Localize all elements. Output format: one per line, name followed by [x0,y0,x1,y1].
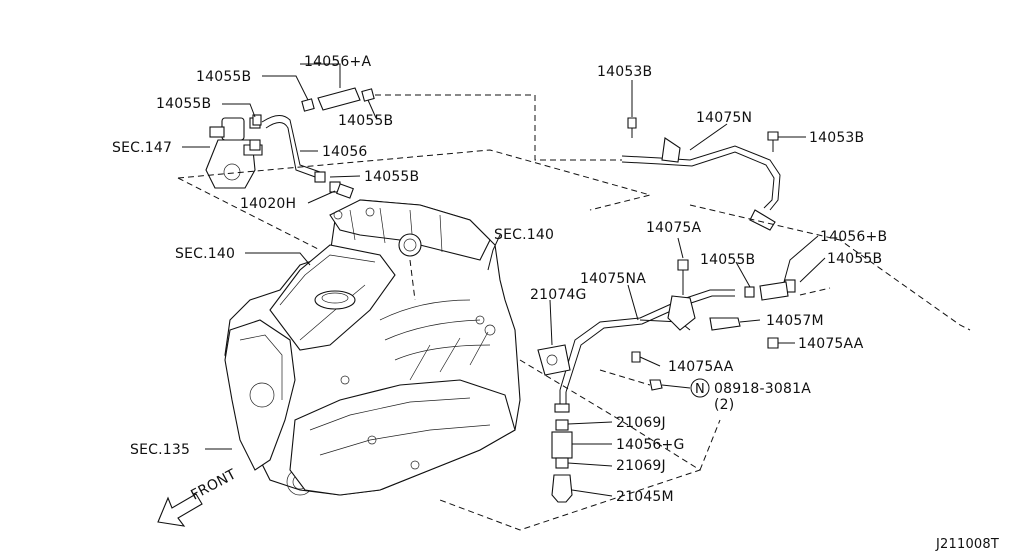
label-21069j-2: 21069J [616,458,666,474]
n-symbol-icon [690,378,710,398]
label-14057m: 14057M [766,313,824,329]
part-labels: 14056+A 14055B 14055B 14055B SEC.147 140… [112,54,999,552]
label-sec135: SEC.135 [130,442,190,458]
label-sec140-side: SEC.140 [175,246,235,262]
label-14075n: 14075N [696,110,752,126]
label-14075na: 14075NA [580,271,646,287]
reference-lines [177,94,971,531]
label-14075a: 14075A [646,220,702,236]
n-symbol-letter: N [695,382,705,397]
front-arrow-icon [157,493,203,527]
tube-14056 [261,115,321,179]
label-08918: 08918-3081A [714,381,811,397]
label-14075aa-2: 14075AA [668,359,734,375]
label-14053b-1: 14053B [597,64,652,80]
label-sec140-top: SEC.140 [494,227,554,243]
label-14055b-2: 14055B [156,96,211,112]
sensor-stack [551,390,573,503]
label-14055b-6: 14055B [827,251,882,267]
label-14020h: 14020H [240,196,296,212]
label-14056-b: 14056+B [820,229,887,245]
label-21045m: 21045M [616,489,674,505]
label-14056-g: 14056+G [616,437,685,453]
fitting-14020h [336,183,354,199]
leader-lines [182,63,826,497]
tube-14075n [621,117,781,231]
label-14055b-3: 14055B [338,113,393,129]
label-14053b-2: 14053B [809,130,864,146]
front-label: FRONT [188,466,239,503]
label-14075aa-1: 14075AA [798,336,864,352]
label-14055b-4: 14055B [364,169,419,185]
diagram-id: J211008T [935,537,999,552]
label-14055b-1: 14055B [196,69,251,85]
label-21074g: 21074G [530,287,587,303]
label-14056: 14056 [322,144,368,160]
label-21069j-1: 21069J [616,415,666,431]
hose-14056-a [301,87,375,112]
hose-14056-b [759,281,789,301]
engine-block [224,199,521,496]
egr-valve [205,117,263,189]
label-14056-a: 14056+A [304,54,371,70]
tube-14075na [537,259,779,393]
label-08918-qty: (2) [714,397,734,413]
label-sec147: SEC.147 [112,140,172,156]
label-14055b-5: 14055B [700,252,755,268]
